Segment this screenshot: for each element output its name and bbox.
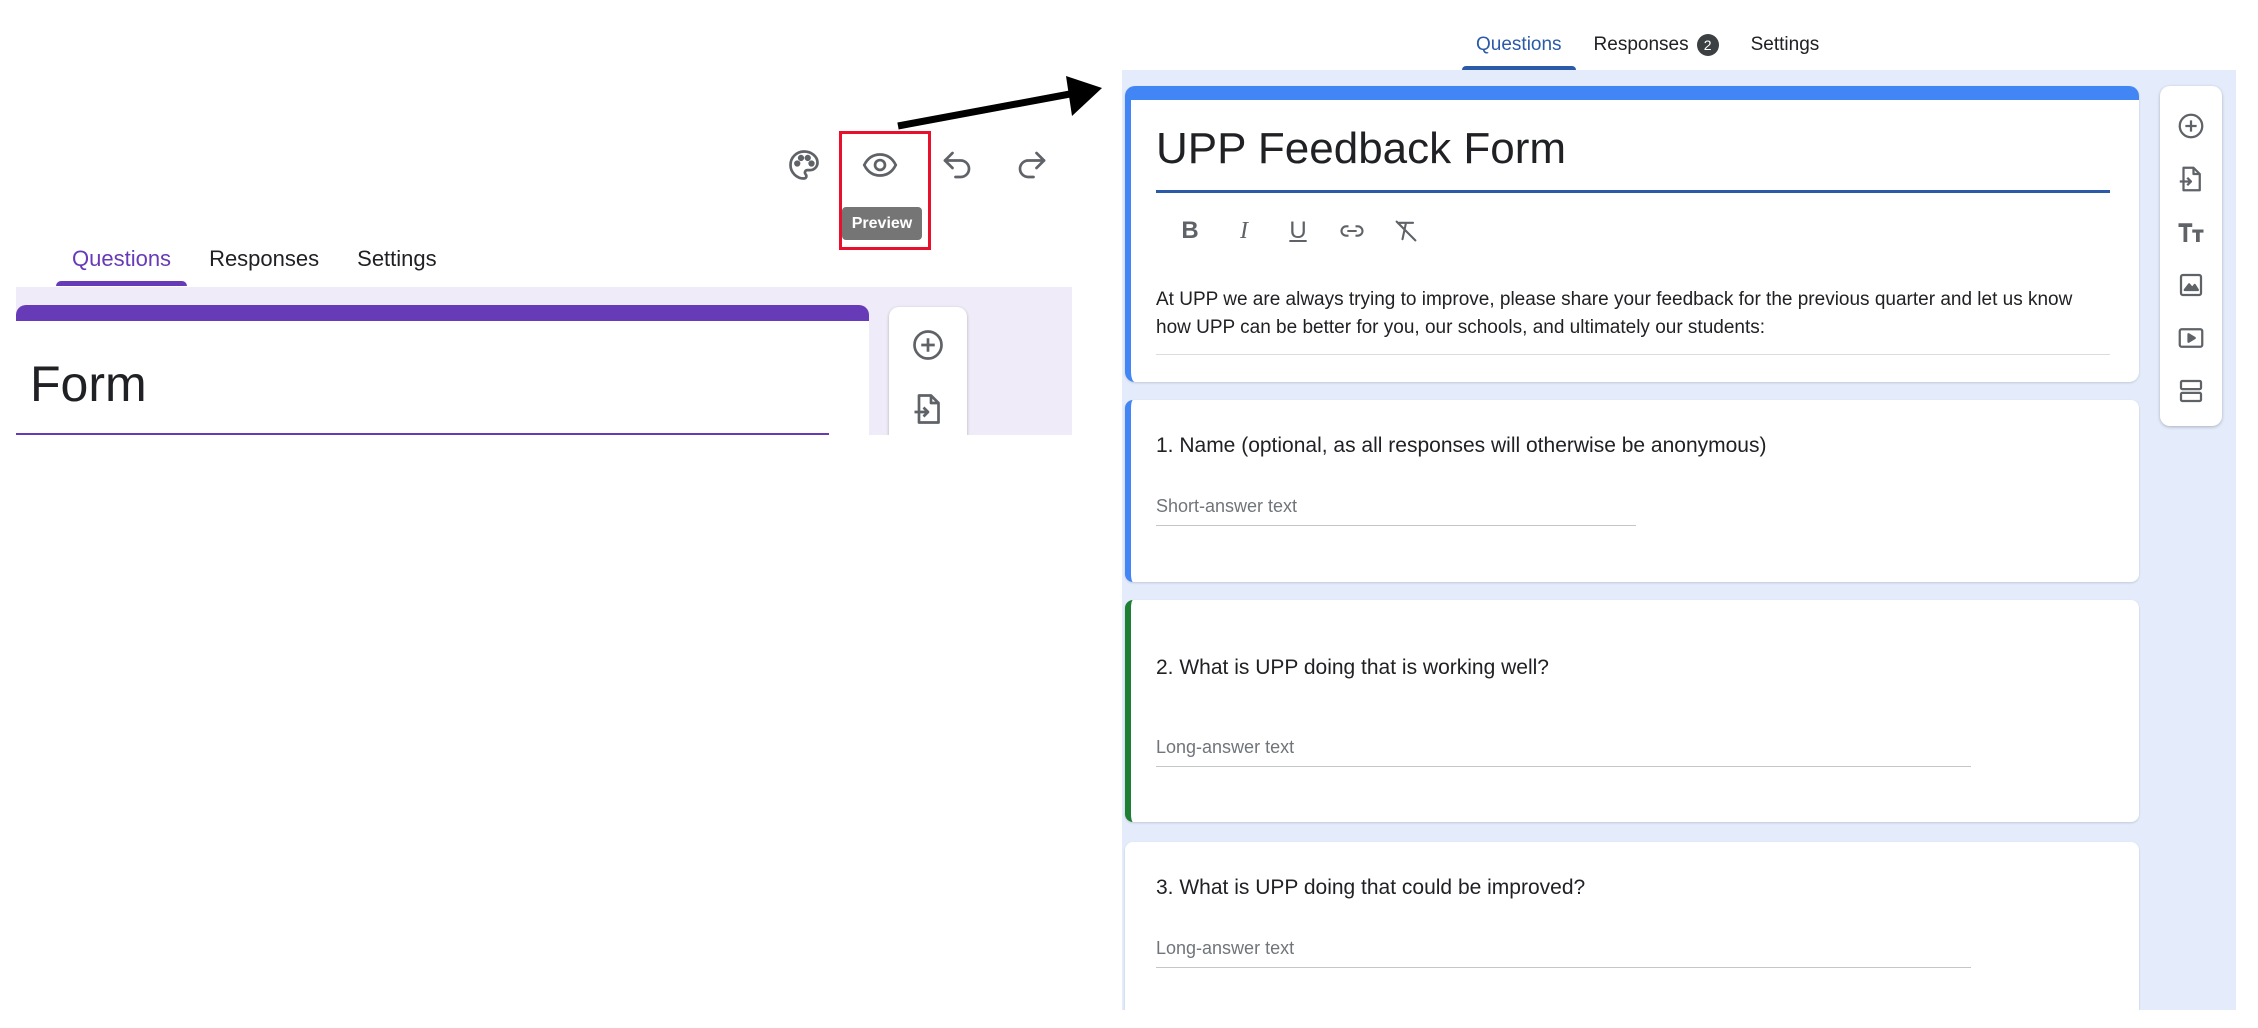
clear-format-icon[interactable] [1387,212,1425,250]
title-underline [1156,190,2110,193]
long-answer-placeholder: Long-answer text [1156,737,1295,757]
link-icon[interactable] [1333,212,1371,250]
undo-icon[interactable] [933,141,981,189]
add-video-icon[interactable] [2171,318,2211,358]
question-card[interactable]: 3. What is UPP doing that could be impro… [1125,842,2139,1010]
tab-responses-label: Responses [1593,34,1689,55]
right-tab-bar: Questions Responses 2 Settings [1462,26,1837,70]
title-underline [16,433,829,435]
long-answer-placeholder: Long-answer text [1156,938,1295,958]
pointer-arrow [897,76,1102,130]
right-screenshot-panel: Questions Responses 2 Settings UPP Feedb… [1122,0,2236,1010]
form-title-card[interactable]: UPP Feedback Form B I U At UP [1125,86,2139,382]
form-title-input[interactable]: UPP Feedback Form [1156,124,1567,173]
add-image-icon[interactable] [2171,265,2211,305]
redo-icon[interactable] [1008,141,1056,189]
question-title: 2. What is UPP doing that is working wel… [1156,656,1549,679]
question-card[interactable]: 2. What is UPP doing that is working wel… [1125,600,2139,822]
description-underline [1156,354,2110,355]
tab-responses[interactable]: Responses 2 [1580,26,1733,70]
underline-glyph: U [1289,217,1307,244]
left-tab-bar: Questions Responses Settings [56,240,459,286]
bold-glyph: B [1181,217,1199,244]
question-title: 1. Name (optional, as all responses will… [1156,434,1767,457]
italic-glyph: I [1240,217,1248,244]
right-form-canvas: UPP Feedback Form B I U At UP [1122,70,2236,1010]
left-screenshot-panel: Preview Questions Responses Settings For… [0,0,1080,440]
answer-underline [1156,525,1636,526]
question-card[interactable]: 1. Name (optional, as all responses will… [1125,400,2139,582]
answer-underline [1156,967,1971,968]
right-floating-toolbar [2160,86,2222,426]
tab-settings[interactable]: Settings [357,246,437,271]
form-title-input[interactable]: Form [30,356,147,412]
eye-icon[interactable] [856,141,904,189]
bold-icon[interactable]: B [1171,212,1209,250]
tab-questions[interactable]: Questions [56,240,188,286]
tab-settings-label: Settings [1750,34,1820,55]
tab-settings[interactable]: Settings [1737,26,1834,70]
underline-icon[interactable]: U [1279,212,1317,250]
left-form-canvas: Form [16,287,1072,435]
question-title: 3. What is UPP doing that could be impro… [1156,876,1586,899]
preview-highlight-box [839,131,931,250]
left-floating-toolbar [889,307,967,435]
palette-icon[interactable] [780,141,828,189]
tab-responses[interactable]: Responses [209,246,320,271]
left-title-card: Form [16,305,869,435]
short-answer-placeholder: Short-answer text [1156,496,1298,516]
italic-icon[interactable]: I [1225,212,1263,250]
add-question-icon[interactable] [908,325,948,365]
import-questions-icon[interactable] [2171,159,2211,199]
responses-count-badge: 2 [1696,34,1719,56]
tab-questions[interactable]: Questions [1462,26,1576,70]
import-questions-icon[interactable] [908,389,948,429]
form-description[interactable]: At UPP we are always trying to improve, … [1156,289,2073,338]
tab-questions-label: Questions [1476,34,1562,55]
add-title-icon[interactable] [2171,212,2211,252]
preview-tooltip: Preview [842,207,922,240]
add-question-icon[interactable] [2171,106,2211,146]
answer-underline [1156,766,1971,767]
formatting-toolbar: B I U [1171,212,1441,250]
add-section-icon[interactable] [2171,371,2211,411]
